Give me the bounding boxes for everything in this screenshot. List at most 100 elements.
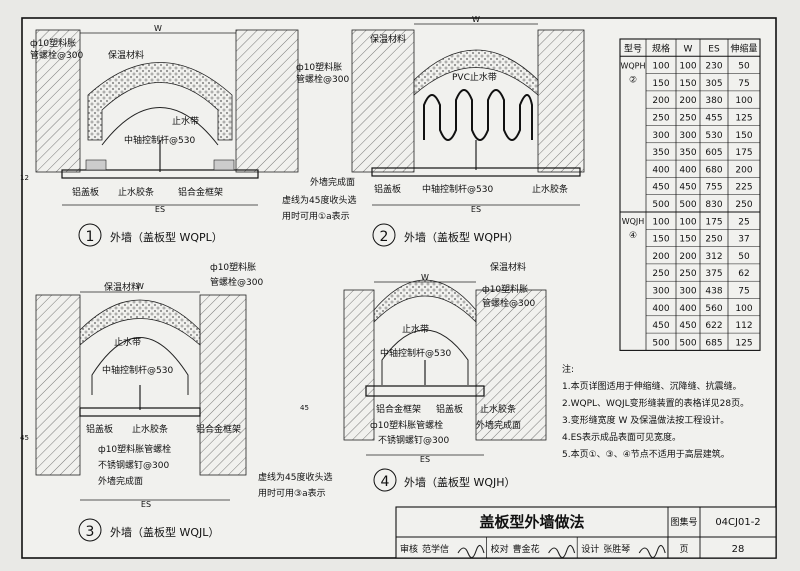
label-nail: 不锈钢螺钉@300 bbox=[98, 459, 169, 471]
table-cell: 350 bbox=[679, 148, 696, 158]
detail-3-number-circle bbox=[78, 518, 102, 542]
table-cell: 62 bbox=[738, 269, 749, 279]
dim-w: W bbox=[154, 24, 162, 33]
drawing-title: 盖板型外墙做法 bbox=[479, 513, 584, 531]
label-rod: 中轴控制杆@530 bbox=[124, 134, 195, 146]
label-pvc: PVC止水带 bbox=[452, 71, 497, 83]
table-cell: 175 bbox=[735, 148, 752, 158]
label-bolt: ф10塑料胀 bbox=[296, 61, 342, 73]
label-nail: 不锈钢螺钉@300 bbox=[378, 434, 449, 446]
table-header-cell: W bbox=[684, 44, 693, 54]
label-insul: 保温材料 bbox=[108, 49, 144, 61]
page-no: 28 bbox=[732, 544, 745, 555]
table-cell: 312 bbox=[705, 252, 722, 262]
detail-2-number-circle bbox=[372, 223, 396, 247]
table-cell: 125 bbox=[735, 338, 752, 348]
wall-right bbox=[199, 294, 247, 476]
label-finish: 外墙完成面 bbox=[98, 475, 143, 487]
detail-3-number: 3 bbox=[86, 524, 95, 540]
table-cell: 400 bbox=[652, 304, 669, 314]
label-bolt2: 管螺栓@300 bbox=[296, 73, 349, 85]
table-cell: 500 bbox=[679, 338, 696, 348]
table-cell: 150 bbox=[735, 131, 752, 141]
table-cell: 450 bbox=[679, 183, 696, 193]
table-header-cell: 型号 bbox=[624, 43, 642, 54]
signoff-role: 设计 bbox=[581, 543, 599, 555]
detail-2: W ES 保温材料 ф10塑料胀 管螺栓@300 PVC止水带 铝盖板 中轴控制… bbox=[282, 15, 585, 247]
label-cover: 铝盖板 bbox=[436, 403, 463, 415]
pvc-waterstop bbox=[423, 89, 533, 141]
label-chamfer1: 虚线为45度收头选 bbox=[282, 194, 356, 206]
table-cell: 125 bbox=[735, 114, 752, 124]
table-cell: 200 bbox=[735, 165, 752, 175]
table-cell: 400 bbox=[679, 165, 696, 175]
label-water: 止水带 bbox=[402, 323, 429, 335]
cover-plate bbox=[61, 169, 259, 179]
table-cell: 455 bbox=[705, 114, 722, 124]
detail-1-number: 1 bbox=[86, 229, 95, 245]
label-bolt2: 管螺栓@300 bbox=[30, 49, 83, 61]
detail-1-title: 外墙（盖板型 WQPL） bbox=[110, 230, 223, 244]
dim-45: 45 bbox=[20, 434, 29, 442]
table-cell: 200 bbox=[679, 96, 696, 106]
table-header-cell: ES bbox=[708, 44, 720, 54]
table-cell: 300 bbox=[679, 131, 696, 141]
label-insul: 保温材料 bbox=[370, 33, 406, 45]
signoff-name: 张胜琴 bbox=[603, 544, 630, 555]
table-cell: 200 bbox=[652, 96, 669, 106]
signature-mark bbox=[638, 544, 666, 559]
wall-right bbox=[475, 289, 547, 441]
label-bolt: ф10塑料胀 bbox=[482, 283, 528, 295]
table-cell: 100 bbox=[652, 217, 669, 227]
table-cell: 250 bbox=[705, 235, 722, 245]
label-rod: 中轴控制杆@530 bbox=[422, 183, 493, 195]
table-cell: 175 bbox=[705, 217, 722, 227]
detail-2-number: 2 bbox=[380, 229, 389, 245]
table-model: WQJH bbox=[622, 217, 645, 226]
table-cell: 50 bbox=[738, 252, 750, 262]
detail-3: W ES 45 保温材料 ф10塑料胀 管螺栓@300 止水带 中轴控制杆@53… bbox=[20, 261, 332, 542]
table-cell: 605 bbox=[705, 148, 722, 158]
table-cell: 150 bbox=[652, 79, 669, 89]
insulation-arch bbox=[373, 279, 477, 323]
wall-right bbox=[537, 29, 585, 173]
table-cell: 375 bbox=[705, 269, 722, 279]
label-bolt: ф10塑料胀 bbox=[30, 37, 76, 49]
table-cell: 300 bbox=[652, 287, 669, 297]
detail-4: W ES 45 保温材料 ф10塑料胀 管螺栓@300 止水带 中轴控制杆@53… bbox=[300, 261, 547, 492]
table-cell: 150 bbox=[679, 235, 696, 245]
table-cell: 100 bbox=[735, 304, 752, 314]
table-cell: 37 bbox=[738, 235, 749, 245]
wall-left bbox=[35, 29, 81, 173]
page-label: 页 bbox=[679, 544, 688, 555]
label-cover: 铝盖板 bbox=[86, 423, 113, 435]
label-frame: 铝合金框架 bbox=[196, 423, 241, 435]
detail-4-title: 外墙（盖板型 WQJH） bbox=[404, 475, 516, 489]
note-line: 1.本页详图适用于伸缩缝、沉降缝、抗震缝。 bbox=[562, 380, 742, 392]
label-frame: 铝合金框架 bbox=[376, 403, 421, 415]
detail-1: W ES 12 ф10塑料胀 管螺栓@300 保温材料 止水带 中轴控制杆@53… bbox=[20, 24, 299, 247]
detail-4-number-circle bbox=[373, 468, 397, 492]
table-cell: 622 bbox=[705, 321, 722, 331]
note-line: 2.WQPL、WQJL变形缝装置的表格详见28页。 bbox=[562, 397, 749, 409]
table-cell: 350 bbox=[652, 148, 669, 158]
table-cell: 100 bbox=[679, 62, 696, 72]
table-model: WQPH bbox=[620, 61, 645, 70]
table-cell: 560 bbox=[705, 304, 722, 314]
label-bolt3: ф10塑料胀管螺栓 bbox=[98, 443, 171, 455]
table-cell: 200 bbox=[652, 252, 669, 262]
table-cell: 400 bbox=[652, 165, 669, 175]
frame-left bbox=[85, 159, 107, 171]
label-rod: 中轴控制杆@530 bbox=[102, 364, 173, 376]
table-node: ② bbox=[629, 75, 637, 85]
label-chamfer2: 用时可用③a表示 bbox=[258, 487, 326, 499]
label-cover: 铝盖板 bbox=[72, 186, 99, 198]
table-cell: 500 bbox=[652, 200, 669, 210]
frame-right bbox=[213, 159, 235, 171]
insulation-arch bbox=[79, 299, 201, 346]
table-cell: 75 bbox=[738, 287, 749, 297]
cover-plate bbox=[79, 407, 201, 417]
table-cell: 100 bbox=[679, 217, 696, 227]
